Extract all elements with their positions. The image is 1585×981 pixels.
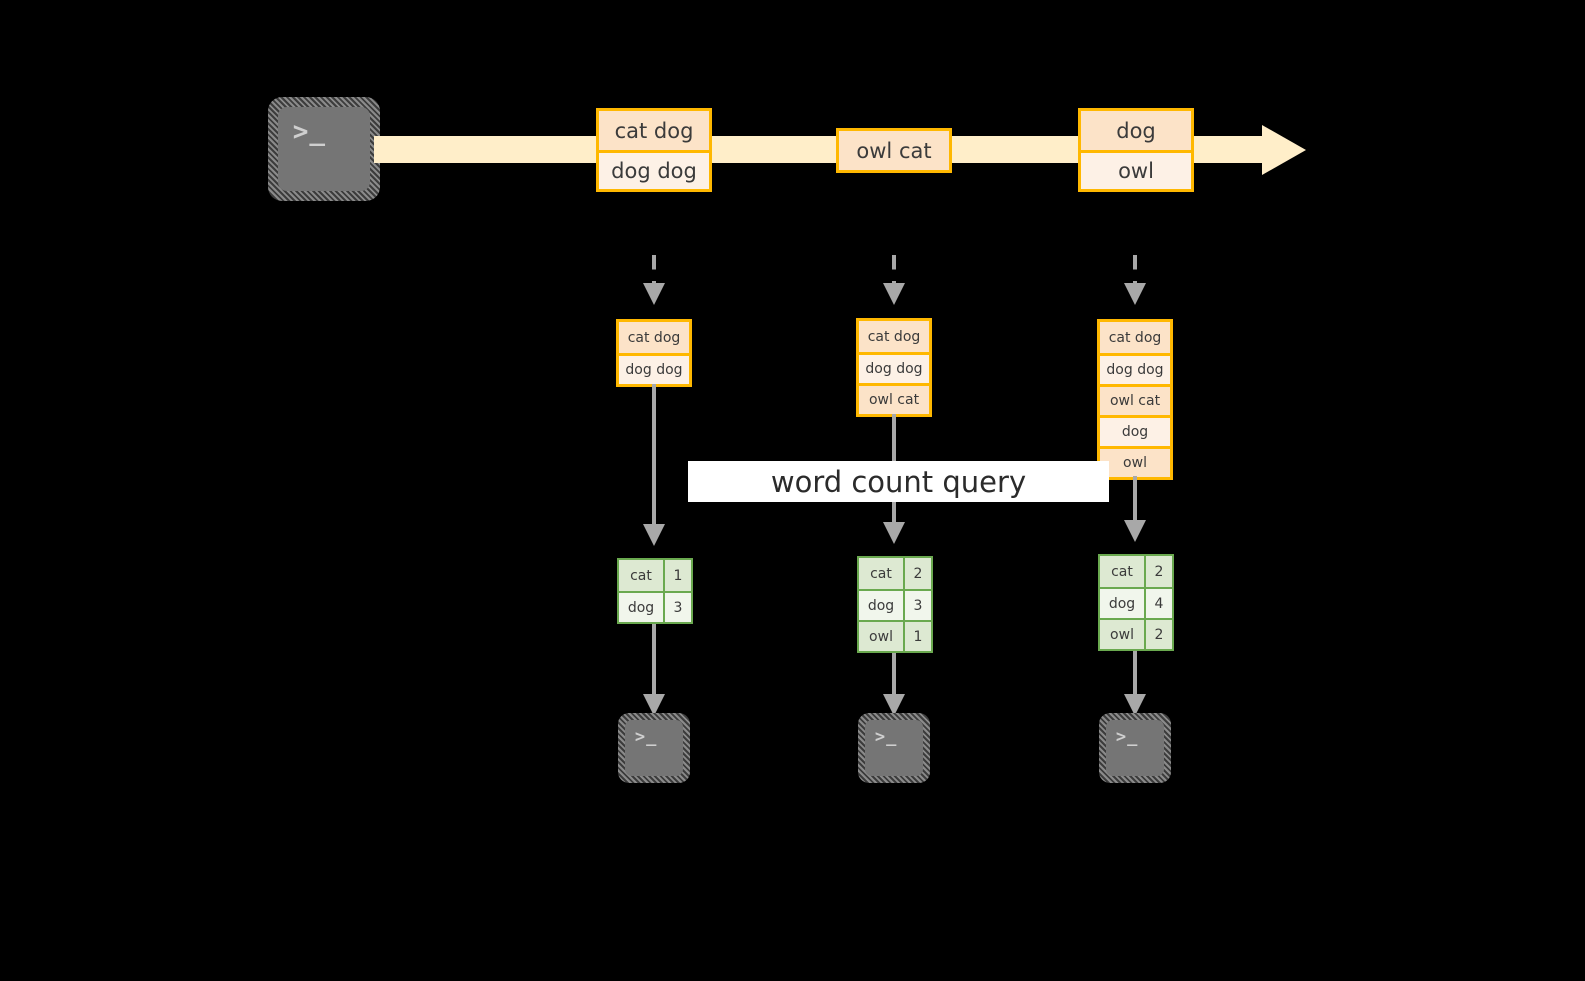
record-line: cat dog: [1100, 322, 1170, 353]
snapshot-trigger-arrowhead-2: [883, 283, 905, 305]
terminal-prompt-glyph: >_: [874, 726, 898, 747]
consumer-terminal-icon-1: >_: [618, 713, 690, 783]
consumer-arrow-2: [892, 653, 896, 694]
terminal-screen: >_: [625, 720, 683, 776]
query-arrowhead-3: [1124, 520, 1146, 542]
stream-event-1: cat dog dog dog: [596, 108, 712, 192]
result-row: dog 3: [859, 589, 931, 620]
consumer-arrow-3: [1133, 651, 1137, 694]
consumer-terminal-icon-2: >_: [858, 713, 930, 783]
snapshot-trigger-arrowhead-3: [1124, 283, 1146, 305]
record-line: owl cat: [859, 383, 929, 414]
query-label-band: word count query: [688, 461, 1109, 502]
result-key: owl: [859, 622, 905, 651]
query-label-text: word count query: [770, 464, 1027, 499]
terminal-prompt-glyph: >_: [634, 726, 658, 747]
result-row: cat 2: [1100, 556, 1172, 587]
result-key: owl: [1100, 620, 1146, 649]
snapshot-input-3: cat dog dog dog owl cat dog owl: [1097, 319, 1173, 480]
snapshot-trigger-arrow-1: [652, 255, 656, 283]
consumer-arrow-1: [652, 624, 656, 694]
result-row: owl 1: [859, 620, 931, 651]
query-arrow-1: [652, 384, 656, 524]
query-result-2: cat 2 dog 3 owl 1: [857, 556, 933, 653]
record-line: owl: [1100, 446, 1170, 477]
result-value: 4: [1146, 589, 1172, 618]
record-line: owl cat: [839, 131, 949, 170]
result-row: cat 1: [619, 560, 691, 591]
record-line: dog dog: [859, 352, 929, 383]
record-line: cat dog: [859, 321, 929, 352]
record-line: owl cat: [1100, 384, 1170, 415]
result-value: 2: [905, 558, 931, 589]
producer-terminal-icon: >_: [268, 97, 380, 201]
terminal-screen: >_: [865, 720, 923, 776]
record-line: dog dog: [1100, 353, 1170, 384]
query-arrow-3: [1133, 476, 1137, 520]
terminal-screen: >_: [1106, 720, 1164, 776]
result-value: 3: [905, 591, 931, 620]
result-row: cat 2: [859, 558, 931, 589]
query-arrowhead-2: [883, 522, 905, 544]
record-line: dog dog: [619, 353, 689, 384]
record-line: cat dog: [619, 322, 689, 353]
snapshot-trigger-arrowhead-1: [643, 283, 665, 305]
result-key: cat: [619, 560, 665, 591]
query-result-3: cat 2 dog 4 owl 2: [1098, 554, 1174, 651]
result-value: 2: [1146, 556, 1172, 587]
result-value: 1: [665, 560, 691, 591]
record-line: cat dog: [599, 111, 709, 150]
terminal-prompt-glyph: >_: [1115, 726, 1139, 747]
result-key: dog: [859, 591, 905, 620]
snapshot-input-1: cat dog dog dog: [616, 319, 692, 387]
query-result-1: cat 1 dog 3: [617, 558, 693, 624]
result-row: owl 2: [1100, 618, 1172, 649]
terminal-prompt-glyph: >_: [292, 116, 327, 147]
record-line: dog: [1100, 415, 1170, 446]
result-value: 2: [1146, 620, 1172, 649]
result-value: 1: [905, 622, 931, 651]
result-key: cat: [859, 558, 905, 589]
snapshot-trigger-arrow-3: [1133, 255, 1137, 283]
query-arrowhead-1: [643, 524, 665, 546]
snapshot-trigger-arrow-2: [892, 255, 896, 283]
stream-event-2: owl cat: [836, 128, 952, 173]
terminal-screen: >_: [278, 107, 370, 191]
result-key: cat: [1100, 556, 1146, 587]
record-line: dog: [1081, 111, 1191, 150]
consumer-arrowhead-3: [1124, 694, 1146, 716]
result-key: dog: [619, 593, 665, 622]
record-line: dog dog: [599, 150, 709, 189]
stream-arrowhead: [1262, 125, 1306, 175]
consumer-arrowhead-1: [643, 694, 665, 716]
record-line: owl: [1081, 150, 1191, 189]
result-row: dog 4: [1100, 587, 1172, 618]
stream-event-3: dog owl: [1078, 108, 1194, 192]
result-row: dog 3: [619, 591, 691, 622]
consumer-terminal-icon-3: >_: [1099, 713, 1171, 783]
result-value: 3: [665, 593, 691, 622]
consumer-arrowhead-2: [883, 694, 905, 716]
snapshot-input-2: cat dog dog dog owl cat: [856, 318, 932, 417]
result-key: dog: [1100, 589, 1146, 618]
